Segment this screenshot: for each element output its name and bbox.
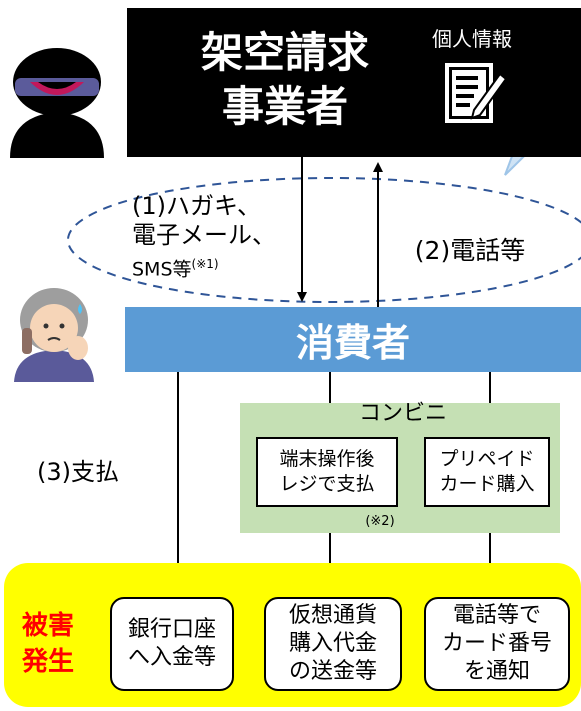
document-edit-icon bbox=[445, 63, 508, 123]
phone-line2: カード番号 bbox=[441, 631, 552, 656]
prepaid-card-box: プリペイド カード購入 bbox=[424, 437, 550, 507]
scammer-name-line2: 事業者 bbox=[221, 82, 348, 131]
prepaid-line1: プリペイド bbox=[439, 448, 535, 470]
bank-deposit-box: 銀行口座 へ入金等 bbox=[110, 597, 234, 691]
contact-note: (※1) bbox=[191, 257, 219, 271]
masked-figure-icon bbox=[10, 48, 104, 158]
contact-methods-label: (1)ハガキ、 電子メール、 SMS等(※1) bbox=[132, 192, 302, 290]
damage-line1: 被害 bbox=[21, 611, 74, 641]
bank-line2: へ入金等 bbox=[127, 645, 216, 670]
crypto-line1: 仮想通貨 bbox=[288, 603, 377, 628]
damage-label: 被害 発生 bbox=[16, 604, 80, 684]
phone-line3: を通知 bbox=[463, 659, 530, 684]
contact-sms: SMS等 bbox=[132, 258, 192, 281]
scammer-name: 架空請求 事業者 bbox=[165, 25, 405, 135]
crypto-remittance-box: 仮想通貨 購入代金 の送金等 bbox=[264, 597, 402, 691]
crypto-line3: の送金等 bbox=[288, 659, 377, 684]
contact-line3: SMS等(※1) bbox=[132, 250, 302, 284]
kiosk-line2: レジで支払 bbox=[279, 473, 375, 495]
damage-line2: 発生 bbox=[21, 647, 74, 677]
phone-contact-label: (2)電話等 bbox=[414, 236, 526, 265]
card-number-notify-box: 電話等で カード番号 を通知 bbox=[424, 597, 570, 691]
kiosk-payment-box: 端末操作後 レジで支払 bbox=[256, 437, 398, 507]
konbini-label: コンビニ bbox=[358, 401, 447, 426]
phone-line1: 電話等で bbox=[452, 603, 541, 628]
contact-line2: 電子メール、 bbox=[132, 221, 276, 249]
scammer-box bbox=[127, 8, 581, 157]
scammer-name-line1: 架空請求 bbox=[200, 28, 369, 77]
payment-label: (3)支払 bbox=[37, 457, 119, 486]
kiosk-note: (※2) bbox=[365, 513, 395, 529]
contact-line1: (1)ハガキ、 bbox=[132, 192, 262, 220]
crypto-line2: 購入代金 bbox=[288, 631, 377, 656]
prepaid-line2: カード購入 bbox=[439, 473, 535, 495]
kiosk-line1: 端末操作後 bbox=[279, 448, 375, 470]
bank-line1: 銀行口座 bbox=[127, 617, 216, 642]
personal-info-label: 個人情報 bbox=[432, 26, 512, 51]
consumer-bar: 消費者 bbox=[125, 307, 581, 372]
worried-woman-on-phone-icon bbox=[14, 288, 94, 382]
